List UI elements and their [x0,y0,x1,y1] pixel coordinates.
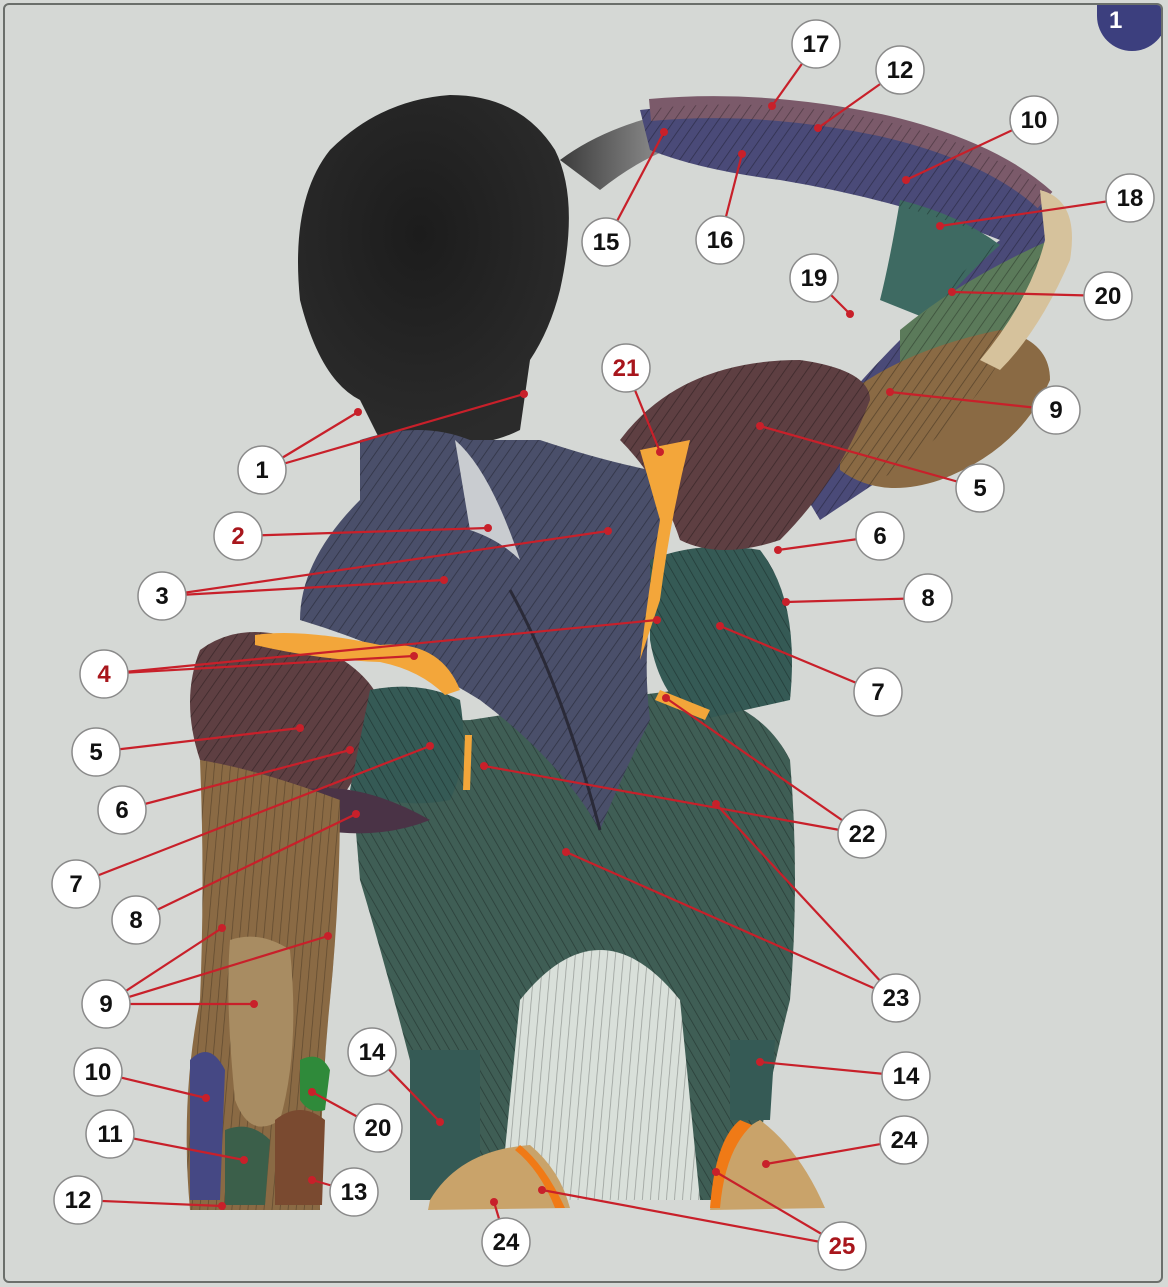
label-badge-6b: 6 [856,512,904,560]
label-number: 9 [1049,397,1062,424]
label-badge-9b: 9 [1032,386,1080,434]
label-badge-12a: 12 [54,1176,102,1224]
label-badge-16: 16 [696,216,744,264]
label-badge-21: 21 [602,344,650,392]
label-badge-10a: 10 [74,1048,122,1096]
label-number: 11 [97,1121,122,1148]
label-number: 20 [1095,283,1122,310]
label-badge-6a: 6 [98,786,146,834]
label-number: 10 [1021,107,1048,134]
label-badge-2: 2 [214,512,262,560]
label-badge-19: 19 [790,254,838,302]
label-number: 15 [593,229,620,256]
label-number: 23 [883,985,910,1012]
label-number: 16 [707,227,734,254]
label-badge-8a: 8 [112,896,160,944]
label-badge-24a: 24 [482,1218,530,1266]
label-number: 18 [1117,185,1144,212]
label-badge-4: 4 [80,650,128,698]
label-number: 3 [155,583,168,610]
label-number: 12 [887,57,914,84]
label-badge-12b: 12 [876,46,924,94]
label-number: 2 [231,523,244,550]
label-badge-25: 25 [818,1222,866,1270]
label-badge-14a: 14 [348,1028,396,1076]
label-number: 8 [921,585,934,612]
label-number: 21 [613,355,640,382]
label-badge-20a: 20 [354,1104,402,1152]
label-badge-20b: 20 [1084,272,1132,320]
label-badge-18: 18 [1106,174,1154,222]
label-number: 7 [69,871,82,898]
label-badge-8b: 8 [904,574,952,622]
label-badge-5b: 5 [956,464,1004,512]
label-badge-24b: 24 [880,1116,928,1164]
label-number: 5 [973,475,986,502]
label-number: 7 [871,679,884,706]
label-number: 14 [359,1039,386,1066]
left-arm-shape [187,760,340,1210]
label-badge-14b: 14 [882,1052,930,1100]
label-badge-1: 1 [238,446,286,494]
label-badge-17: 17 [792,20,840,68]
label-number: 9 [99,991,112,1018]
label-number: 14 [893,1063,920,1090]
label-number: 25 [829,1233,856,1260]
head-shape [298,95,700,443]
label-badge-11: 11 [86,1110,134,1158]
label-number: 8 [129,907,142,934]
label-number: 24 [493,1229,520,1256]
label-badge-15: 15 [582,218,630,266]
label-number: 20 [365,1115,392,1142]
label-badge-13: 13 [330,1168,378,1216]
label-number: 22 [849,821,876,848]
label-badge-9a: 9 [82,980,130,1028]
label-badge-7a: 7 [52,860,100,908]
label-badge-22: 22 [838,810,886,858]
label-number: 5 [89,739,102,766]
label-badge-3: 3 [138,572,186,620]
label-number: 24 [891,1127,918,1154]
label-number: 6 [873,523,886,550]
label-number: 17 [803,31,830,58]
label-number: 1 [255,457,268,484]
label-badge-23: 23 [872,974,920,1022]
label-number: 19 [801,265,828,292]
label-number: 4 [97,661,111,688]
label-badge-10b: 10 [1010,96,1058,144]
label-number: 10 [85,1059,112,1086]
label-number: 12 [65,1187,92,1214]
label-number: 6 [115,797,128,824]
label-badge-7b: 7 [854,668,902,716]
label-number: 13 [341,1179,368,1206]
label-badge-5a: 5 [72,728,120,776]
